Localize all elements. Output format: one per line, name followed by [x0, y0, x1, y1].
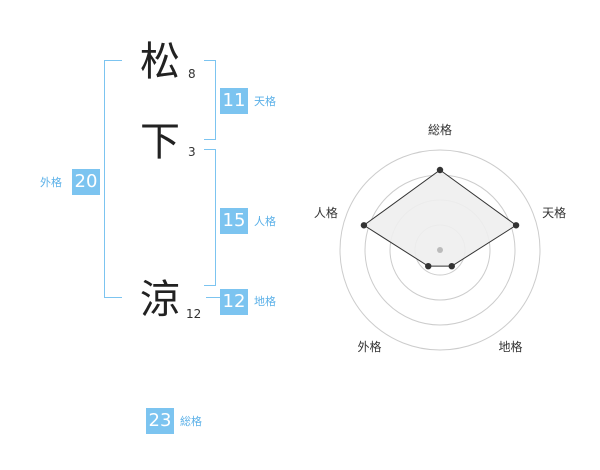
radar-point [436, 166, 444, 174]
gaikaku-bracket [104, 60, 122, 298]
name-char-3: 涼 [140, 277, 180, 323]
stroke-count-1: 8 [188, 67, 196, 81]
radar-polygon [363, 169, 517, 267]
tenkaku-value: 11 [220, 88, 248, 114]
stroke-count-2: 3 [188, 145, 196, 159]
chikaku-connector [206, 297, 220, 298]
radar-point [512, 222, 520, 229]
radar-points [360, 166, 520, 270]
axis-label-soukaku: 総格 [428, 122, 452, 137]
tenkaku-bracket [204, 60, 216, 140]
radar-point [425, 262, 432, 270]
soukaku-value: 23 [146, 408, 174, 434]
tenkaku-label: 天格 [254, 95, 276, 108]
jinkaku-value: 15 [220, 208, 248, 234]
axis-label-jinkaku: 人格 [314, 205, 338, 220]
jinkaku-label: 人格 [254, 215, 276, 228]
radar-point [360, 222, 368, 229]
gaikaku-label: 外格 [40, 176, 62, 189]
axis-label-tenkaku: 天格 [542, 205, 566, 220]
chikaku-value: 12 [220, 289, 248, 315]
stroke-count-3: 12 [186, 307, 202, 321]
axis-label-chikaku: 地格 [498, 339, 522, 354]
axis-label-gaikaku: 外格 [357, 339, 381, 354]
radar-ring [339, 149, 541, 351]
name-char-2: 下 [140, 119, 180, 165]
gaikaku-value: 20 [72, 169, 100, 195]
soukaku-label: 総格 [180, 415, 202, 428]
radar-center-dot [437, 247, 443, 253]
radar-chart: 総格 天格 地格 外格 人格 [314, 122, 566, 354]
jinkaku-bracket [204, 149, 216, 286]
radar-point [448, 262, 455, 270]
name-char-1: 松 [140, 39, 180, 85]
chikaku-label: 地格 [254, 295, 276, 308]
